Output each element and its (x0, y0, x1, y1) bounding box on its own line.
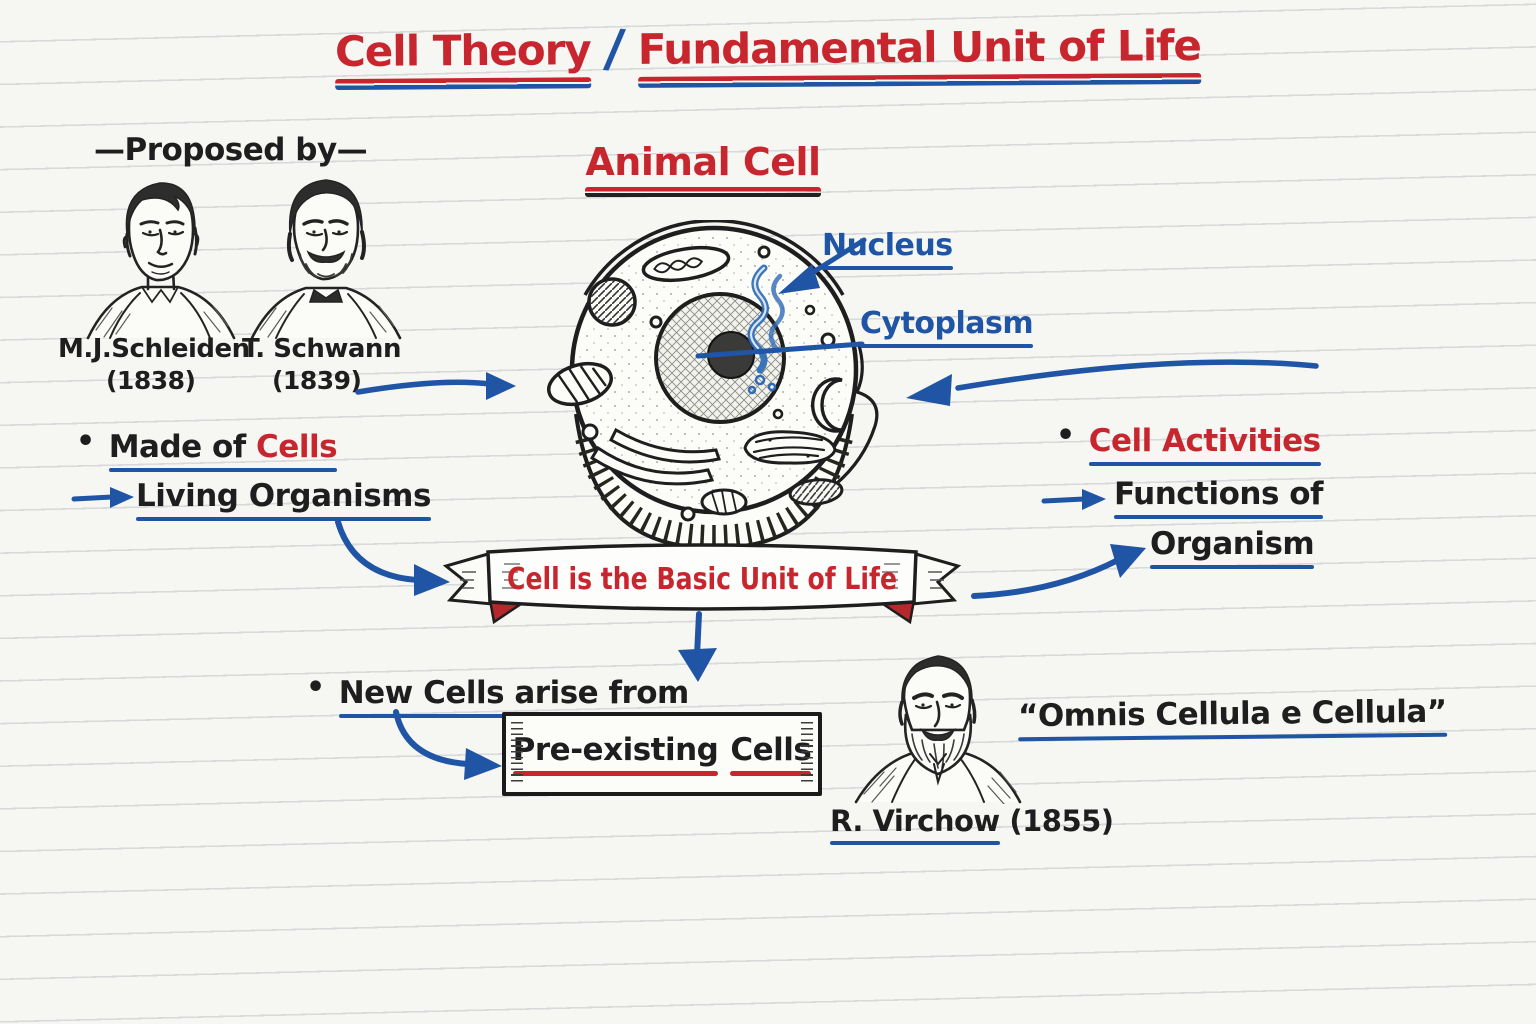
note-made-of-cells: • Made of Cells (76, 424, 338, 472)
pre-existing-text: Pre-existing (513, 732, 719, 776)
er-strand-2 (609, 427, 721, 464)
animal-cell-drawing (547, 220, 879, 551)
cytoplasm-label: Cytoplasm (860, 306, 1034, 348)
made-of-text: Made of (108, 429, 247, 465)
vesicle-3 (757, 245, 771, 259)
virchow-quote: “Omnis Cellula e Cellula” (1018, 694, 1447, 741)
bullet-dot: • (306, 670, 325, 705)
organelles (547, 245, 844, 522)
bullet-dot: • (76, 424, 95, 459)
arrow-living-to-banner (335, 519, 450, 596)
pre-existing-cells-text: Cells (730, 732, 811, 776)
schleiden-year: (1838) (106, 366, 196, 395)
animal-cell-heading: Animal Cell (563, 140, 843, 197)
page-title: Cell Theory / Fundamental Unit of Life (0, 18, 1536, 93)
vesicle-5 (804, 304, 816, 316)
striped-organelle (547, 361, 613, 407)
arrow-schwann-to-cell (355, 372, 516, 400)
virchow-caption: R. Virchow (1855) (830, 804, 1114, 845)
mitochondrion-top (641, 245, 731, 283)
note-cell-activities: •Cell Activities (1056, 418, 1321, 466)
title-part-1: Cell Theory (335, 25, 591, 90)
nucleus-label: Nucleus (822, 228, 953, 270)
er-strand-1 (589, 445, 715, 486)
pre-existing-cells-box: Pre-existing Cells (502, 712, 822, 796)
arrow-functions-of (1041, 489, 1106, 510)
virchow-portrait (854, 655, 1022, 804)
arrow-living-organisms (71, 487, 134, 508)
virchow-year: (1855) (1009, 804, 1114, 838)
banner-text: Cell is the Basic Unit of Life (507, 562, 897, 597)
golgi-body (743, 430, 837, 465)
vesicle-6 (680, 506, 696, 522)
arrow-newcells-to-box (393, 709, 502, 780)
rough-er-blue (747, 264, 785, 395)
vesicle-2 (649, 315, 663, 329)
note-organism: Organism (1150, 526, 1315, 569)
dark-oval-organelle (788, 478, 844, 506)
arrow-right-to-cell (906, 359, 1319, 406)
title-part-2: Fundamental Unit of Life (638, 21, 1202, 88)
small-oval-organelle (700, 488, 748, 516)
arrow-banner-to-organism (971, 544, 1146, 599)
schleiden-name: M.J.Schleiden (58, 334, 250, 364)
box-hatch-left (511, 722, 523, 786)
membrane-channel (834, 341, 879, 486)
bullet-dot: • (1056, 418, 1075, 453)
banner-ribbon: Cell is the Basic Unit of Life (442, 543, 962, 625)
vesicle-1 (581, 423, 599, 441)
schwann-portrait (250, 179, 402, 340)
cytoplasm-pointer-line (695, 341, 865, 359)
arrow-nucleus-label (778, 237, 867, 294)
note-functions-of: Functions of (1114, 476, 1324, 519)
schleiden-portrait (86, 182, 236, 340)
animal-cell-heading-text: Animal Cell (585, 140, 821, 197)
virchow-name: R. Virchow (830, 804, 1000, 845)
crescent-organelle (811, 377, 843, 433)
proposed-by-heading: —Proposed by— (94, 132, 368, 168)
arrow-banner-down (678, 611, 717, 682)
outer-membrane-line (583, 220, 845, 296)
title-slash: / (601, 18, 627, 80)
vesicle-7 (772, 408, 784, 420)
schwann-year: (1839) (272, 366, 362, 395)
cells-red-text: Cells (256, 429, 338, 465)
schwann-name: T. Schwann (242, 334, 401, 364)
note-new-cells: •New Cells arise from (306, 670, 689, 718)
box-hatch-right (801, 722, 813, 786)
note-living-organisms: Living Organisms (136, 478, 431, 521)
